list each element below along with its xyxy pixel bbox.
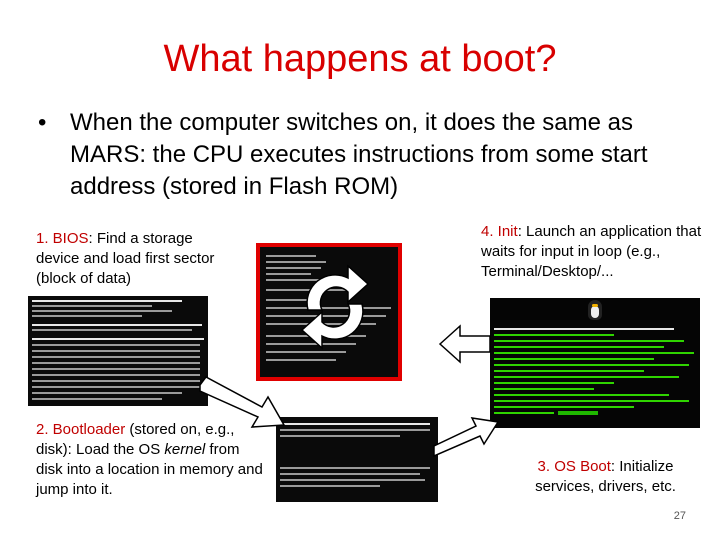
step-bootloader-text-b: from disk into a location in memory and …	[36, 441, 263, 498]
step-init: 4. Init: Launch an application that wait…	[481, 222, 706, 282]
tux-icon	[586, 300, 604, 322]
linux-boot-screenshot	[490, 298, 700, 428]
step-os-boot: 3. OS Boot: Initialize services, drivers…	[508, 457, 703, 497]
page-number: 27	[673, 510, 686, 522]
cycle-arrows-icon	[300, 264, 370, 350]
arrow-os-to-init	[438, 324, 491, 364]
step-bios-label: 1. BIOS	[36, 230, 89, 247]
arrow-bios-to-bootloader	[199, 376, 286, 428]
step-bootloader-label: 2. Bootloader	[36, 421, 126, 438]
terminal-screenshot	[256, 243, 402, 381]
slide-title: What happens at boot?	[163, 38, 557, 80]
step-bootloader-text-a: (stored on, e.g., disk): Load the OS	[36, 421, 235, 458]
step-os-boot-label: 3. OS Boot	[537, 458, 611, 475]
bios-screenshot	[28, 296, 208, 406]
step-bootloader-kernel: kernel	[164, 441, 206, 458]
bootloader-screenshot	[276, 417, 438, 502]
bullet-text: When the computer switches on, it does t…	[70, 109, 648, 200]
step-bios-text: : Find a storage device and load first s…	[36, 230, 215, 287]
step-bios: 1. BIOS: Find a storage device and load …	[36, 229, 236, 289]
arrow-bootloader-to-os	[433, 417, 500, 458]
step-os-boot-text: : Initialize services, drivers, etc.	[535, 458, 676, 495]
step-bootloader: 2. Bootloader (stored on, e.g., disk): L…	[36, 420, 266, 500]
step-init-text: : Launch an application that waits for i…	[481, 223, 702, 280]
bullet-dot: •	[38, 109, 47, 136]
step-init-label: 4. Init	[481, 223, 518, 240]
